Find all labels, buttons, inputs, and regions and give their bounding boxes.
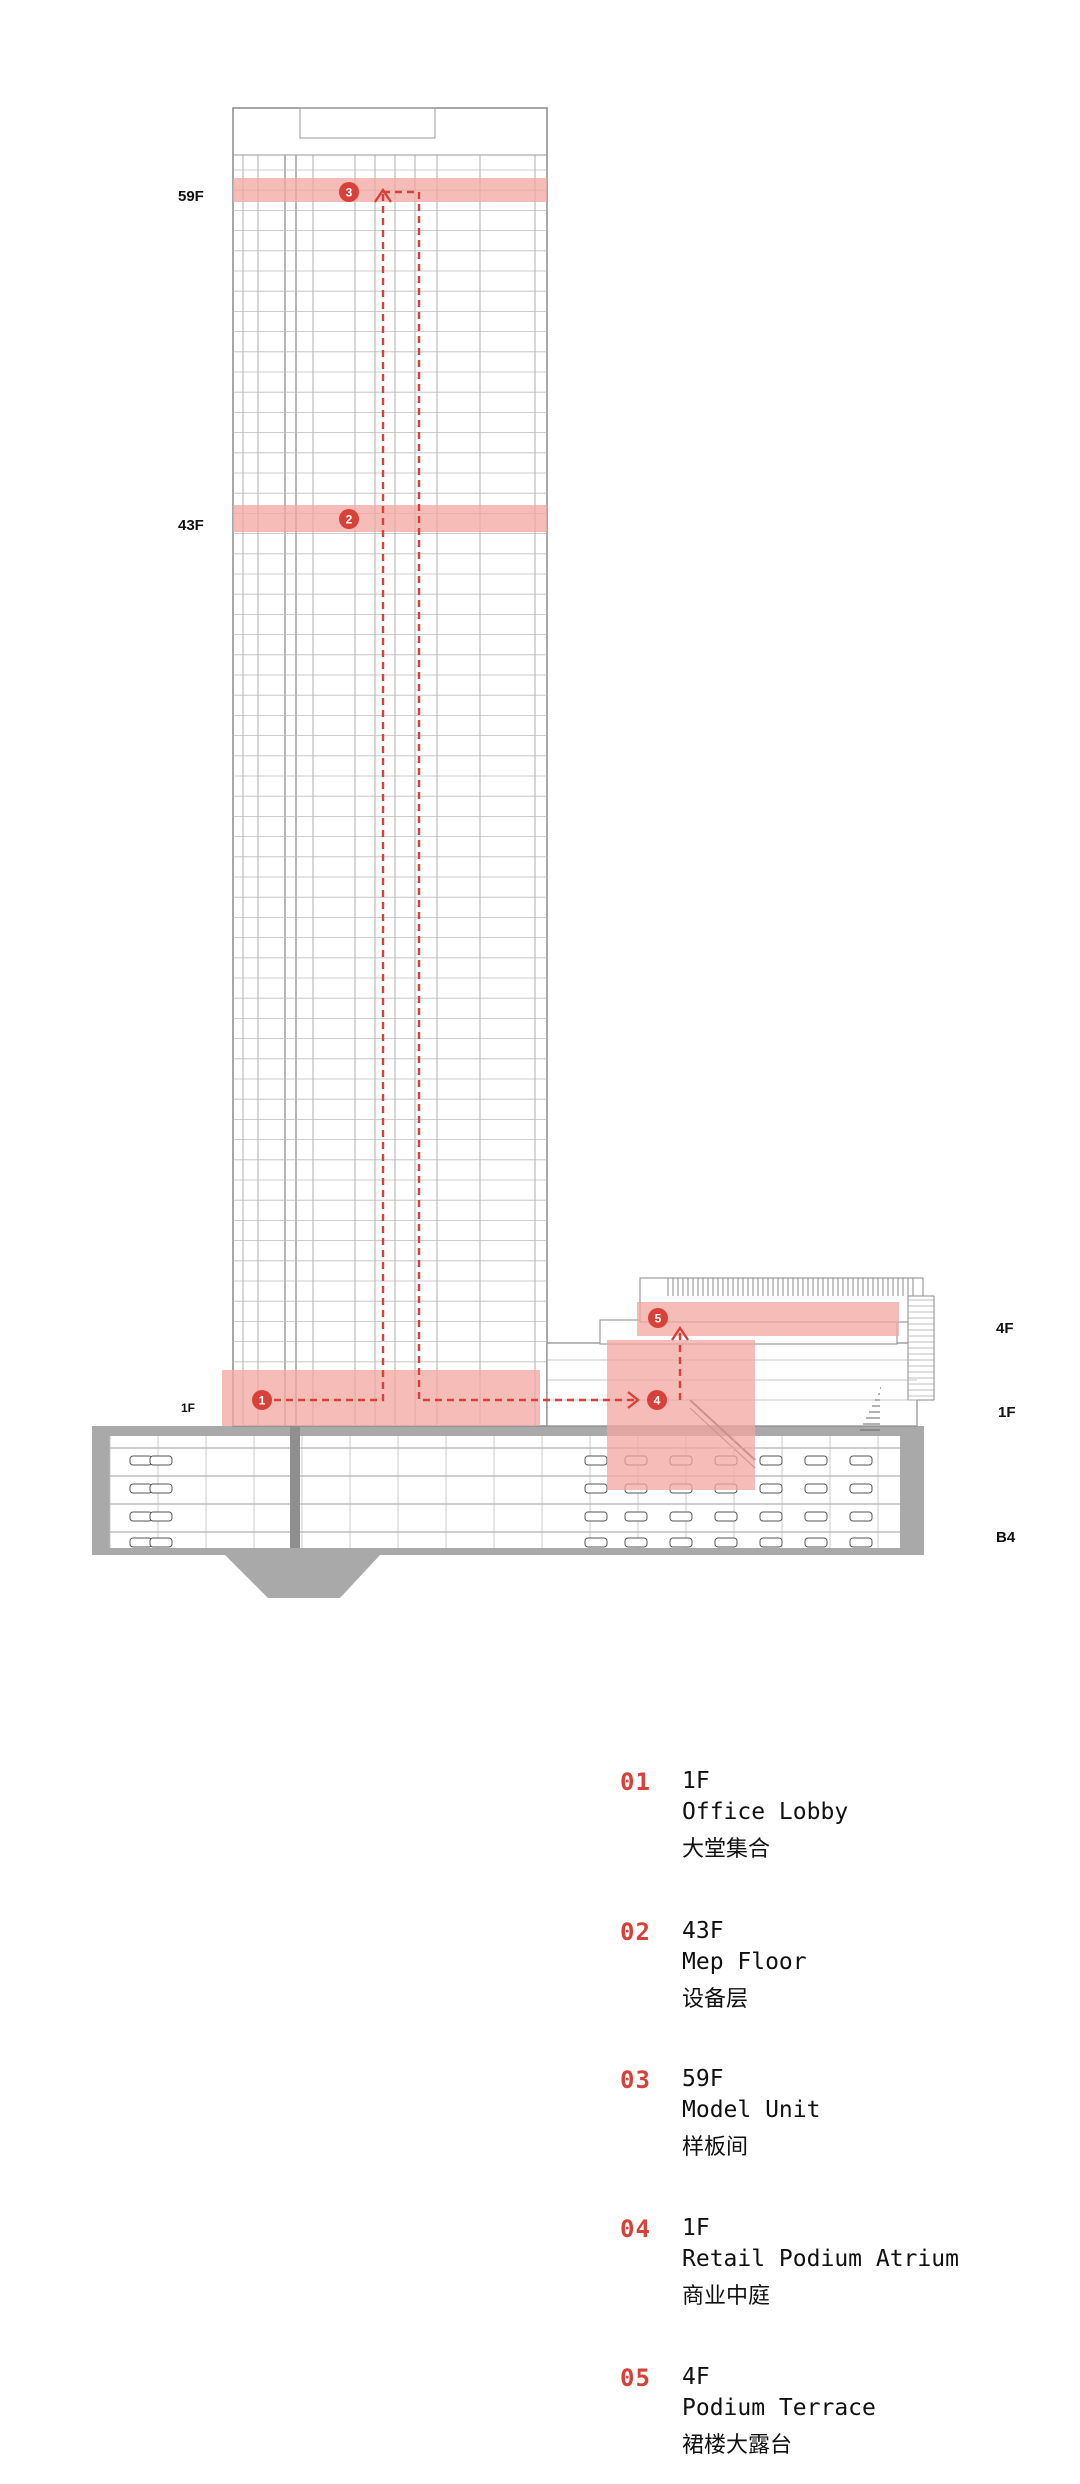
highlight-zones [222, 178, 899, 1490]
marker-dot [339, 182, 359, 202]
legend-floor: 1F [682, 1768, 710, 1794]
legend-title-cn: 样板间 [682, 2135, 749, 2160]
marker-number: 5 [655, 1312, 662, 1326]
route-up-to-59f [262, 192, 385, 1402]
route-marker-2: 2 [339, 509, 359, 529]
legend-floor: 59F [682, 2066, 724, 2092]
parked-car [624, 1537, 648, 1548]
parked-car [804, 1511, 828, 1522]
legend-item-2: 02 43F Mep Floor 设备层 [620, 1918, 1060, 2038]
parked-car [759, 1483, 783, 1494]
legend-floor: 1F [682, 2215, 710, 2241]
tour-route [262, 187, 689, 1409]
highlight-59f [233, 178, 547, 202]
marker-dot [648, 1308, 668, 1328]
legend-number: 05 [620, 2364, 651, 2392]
tower-elevation [232, 107, 548, 1427]
marker-number: 3 [346, 186, 353, 200]
floor-tags: 59F 43F 1F 4F 1F B4 [178, 188, 1016, 1546]
route-marker-3: 3 [339, 182, 359, 202]
legend-title-en: Podium Terrace [682, 2395, 876, 2421]
parked-car [584, 1511, 608, 1522]
parked-car [584, 1483, 608, 1494]
floor-tag-4f: 4F [996, 1320, 1014, 1337]
route-down-to-atrium [383, 190, 636, 1402]
legend-title-cn: 裙楼大露台 [682, 2433, 793, 2458]
marker-number: 4 [654, 1394, 661, 1408]
legend-item-4: 04 1F Retail Podium Atrium 商业中庭 [620, 2215, 1060, 2335]
basement-mass [92, 1426, 924, 1598]
parked-car [759, 1537, 783, 1548]
legend-number: 03 [620, 2066, 651, 2094]
marker-number: 1 [259, 1394, 266, 1408]
legend-title-en: Office Lobby [682, 1799, 849, 1825]
parked-car [584, 1537, 608, 1548]
legend-title-en: Retail Podium Atrium [682, 2246, 959, 2272]
route-markers: 1 2 3 4 5 [252, 182, 668, 1410]
legend-title-en: Mep Floor [682, 1949, 807, 1975]
legend-title-cn: 大堂集合 [682, 1837, 771, 1862]
parked-car [804, 1537, 828, 1548]
parked-car [129, 1483, 153, 1494]
floor-tag-1f-right: 1F [998, 1404, 1016, 1421]
parked-car [804, 1455, 828, 1466]
section-drawing: 1 2 3 4 5 59F 43F 1F 4F 1F B4 [92, 107, 1016, 1598]
legend-number: 01 [620, 1768, 651, 1796]
route-arrow-59f [374, 187, 392, 203]
highlight-43f [233, 505, 547, 532]
parked-car [624, 1511, 648, 1522]
floor-tag-59f: 59F [178, 188, 204, 205]
route-marker-4: 4 [647, 1390, 667, 1410]
floor-tag-b4: B4 [996, 1529, 1016, 1546]
legend-floor: 4F [682, 2364, 710, 2390]
parked-car [714, 1537, 738, 1548]
highlight-podium-terrace [637, 1302, 899, 1336]
parked-car [849, 1537, 873, 1548]
marker-dot [339, 509, 359, 529]
tower-crown [299, 107, 436, 139]
parked-car [849, 1511, 873, 1522]
floor-tag-43f: 43F [178, 517, 204, 534]
parked-car [804, 1483, 828, 1494]
parked-car [669, 1537, 693, 1548]
parked-car [849, 1455, 873, 1466]
marker-number: 2 [346, 513, 353, 527]
parked-car [149, 1537, 173, 1548]
legend-title-cn: 商业中庭 [682, 2284, 771, 2309]
parked-car [149, 1455, 173, 1466]
legend-item-3: 03 59F Model Unit 样板间 [620, 2066, 1060, 2186]
building-section-diagram: 1 2 3 4 5 59F 43F 1F 4F 1F B4 01 1F Office L… [92, 107, 1016, 2458]
legend-floor: 43F [682, 1918, 724, 1944]
highlight-retail-atrium [607, 1340, 755, 1490]
highlight-office-lobby [222, 1370, 540, 1426]
legend-title-en: Model Unit [682, 2097, 821, 2123]
parked-car [584, 1455, 608, 1466]
marker-dot [252, 1390, 272, 1410]
parked-car [759, 1455, 783, 1466]
parked-car [129, 1511, 153, 1522]
route-arrow-atrium [627, 1391, 640, 1409]
legend-number: 04 [620, 2215, 651, 2243]
parked-car [849, 1483, 873, 1494]
core-wall [290, 1426, 300, 1548]
floor-tag-1f-left: 1F [181, 1401, 195, 1415]
tower-outline [232, 107, 548, 1427]
legend-title-cn: 设备层 [682, 1987, 749, 2012]
route-arrow-terrace [671, 1325, 689, 1341]
marker-dot [647, 1390, 667, 1410]
route-marker-1: 1 [252, 1390, 272, 1410]
parked-car [714, 1511, 738, 1522]
parked-car [669, 1511, 693, 1522]
legend-number: 02 [620, 1918, 651, 1946]
parked-car [149, 1511, 173, 1522]
parked-car [759, 1511, 783, 1522]
route-marker-5: 5 [648, 1308, 668, 1328]
parked-car [129, 1537, 153, 1548]
parked-car [129, 1455, 153, 1466]
legend-item-1: 01 1F Office Lobby 大堂集合 [620, 1768, 1060, 1888]
legend-item-5: 05 4F Podium Terrace 裙楼大露台 [620, 2364, 1060, 2484]
parked-car [149, 1483, 173, 1494]
